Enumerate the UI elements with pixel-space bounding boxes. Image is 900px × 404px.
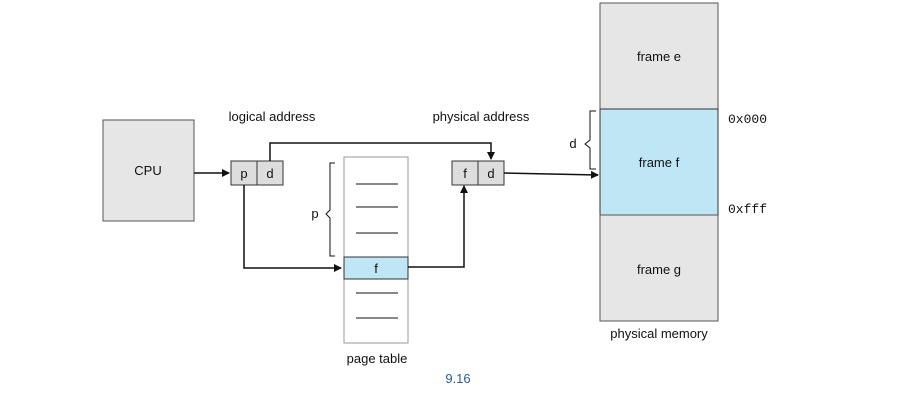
physical-memory: frame e frame f frame g (599, 2, 719, 322)
logical-address-title: logical address (229, 109, 316, 124)
d-brace-label: d (569, 136, 576, 151)
logical-address: p d (230, 160, 284, 186)
page-table: f (343, 156, 409, 344)
offset-copy-arrow (269, 142, 495, 161)
frame-f (599, 108, 719, 216)
physical-address: f d (451, 160, 505, 186)
frame-number-arrow (408, 185, 468, 268)
page-table-title: page table (347, 351, 408, 366)
logical-p-cell (230, 160, 258, 186)
end-address-label: 0xfff (728, 202, 767, 217)
frame-g-label: frame g (637, 262, 681, 277)
p-brace (325, 162, 335, 257)
page-number-to-table-arrow (243, 185, 342, 272)
logical-d-label: d (266, 166, 273, 181)
figure-number: 9.16 (445, 371, 470, 386)
physical-memory-title: physical memory (610, 326, 708, 341)
p-brace-label: p (311, 206, 318, 221)
physical-d-cell (477, 160, 505, 186)
physical-d-label: d (487, 166, 494, 181)
physical-to-memory-arrow (503, 170, 599, 179)
frame-g (599, 214, 719, 322)
d-brace (584, 110, 596, 170)
frame-e (599, 2, 719, 110)
page-table-selected-entry (343, 256, 409, 280)
page-table-entry-f: f (374, 261, 378, 276)
page-table-frame (343, 156, 409, 344)
logical-p-label: p (240, 166, 247, 181)
physical-f-cell (451, 160, 479, 186)
physical-address-title: physical address (433, 109, 530, 124)
frame-e-label: frame e (637, 49, 681, 64)
frame-f-label: frame f (639, 155, 680, 170)
physical-f-label: f (463, 166, 467, 181)
cpu-box: CPU (102, 119, 195, 222)
start-address-label: 0x000 (728, 112, 767, 127)
cpu-label: CPU (134, 163, 161, 178)
